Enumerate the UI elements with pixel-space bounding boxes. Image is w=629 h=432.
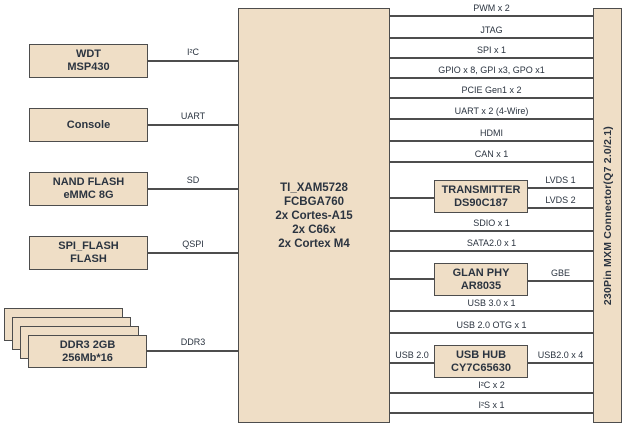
- block-ti-xam5728: TI_XAM5728 FCBGA760 2x Cortes-A15 2x C66…: [238, 8, 390, 423]
- block-label: USB HUB: [455, 348, 507, 361]
- block-label: CY7C65630: [451, 361, 511, 374]
- bus-label-i2c-x2: I²C x 2: [478, 380, 505, 390]
- wire-can: [390, 161, 593, 163]
- bus-label-usb3: USB 3.0 x 1: [467, 298, 516, 308]
- wire-pwm: [390, 15, 593, 17]
- block-label: WDT: [75, 48, 102, 60]
- wire-ddr3: [147, 350, 238, 352]
- block-console: Console: [29, 108, 148, 142]
- bus-label-gpio: GPIO x 8, GPI x3, GPO x1: [438, 65, 545, 75]
- wire-i2c: [148, 60, 238, 62]
- wire-hdmi: [390, 140, 593, 142]
- bus-label-can: CAN x 1: [474, 149, 509, 159]
- wire-gpio: [390, 77, 593, 79]
- block-ddr3: DDR3 2GB 256Mb*16: [28, 335, 147, 368]
- bus-label-qspi: QSPI: [182, 239, 204, 249]
- wire-i2s: [390, 412, 593, 414]
- bus-label-lvds1: LVDS 1: [545, 175, 576, 185]
- connector-label: 230Pin MXM Connector(Q7 2.0/2.1): [601, 125, 614, 306]
- block-label: eMMC 8G: [63, 189, 114, 201]
- block-label: FLASH: [70, 253, 107, 265]
- block-label: DS90C187: [454, 196, 508, 209]
- wire-lvds1: [528, 187, 593, 189]
- bus-label-uart: UART: [180, 111, 206, 121]
- bus-label-hdmi: HDMI: [480, 128, 503, 138]
- bus-label-spi: SPI x 1: [476, 45, 506, 55]
- bus-label-pcie: PCIE Gen1 x 2: [461, 85, 522, 95]
- bus-label-sata: SATA2.0 x 1: [466, 238, 517, 248]
- soc-cores-c66x: 2x C66x: [292, 223, 336, 236]
- block-label: NAND FLASH: [52, 176, 125, 188]
- block-label: TRANSMITTER: [441, 183, 521, 196]
- wire-jtag: [390, 37, 593, 39]
- wire-soc-to-usb-hub: [390, 362, 434, 364]
- block-label: MSP430: [67, 61, 110, 73]
- block-wdt-msp430: WDT MSP430: [29, 44, 148, 78]
- block-nand-flash: NAND FLASH eMMC 8G: [29, 172, 148, 206]
- soc-cores-a15: 2x Cortes-A15: [275, 209, 353, 222]
- wire-qspi: [148, 252, 238, 254]
- soc-cores-m4: 2x Cortex M4: [278, 237, 350, 250]
- wire-usb3: [390, 310, 593, 312]
- bus-label-jtag: JTAG: [480, 25, 503, 35]
- block-glan-phy-ar8035: GLAN PHY AR8035: [434, 263, 528, 296]
- wire-sd: [148, 188, 238, 190]
- wire-pcie: [390, 97, 593, 99]
- block-spi-flash: SPI_FLASH FLASH: [29, 236, 148, 270]
- block-label: AR8035: [460, 279, 502, 292]
- wire-soc-to-glan-phy: [390, 278, 434, 280]
- bus-label-ddr3: DDR3: [180, 337, 206, 347]
- bus-label-usb2-x4: USB2.0 x 4: [537, 350, 584, 360]
- bus-label-lvds2: LVDS 2: [545, 195, 576, 205]
- wire-usb2-otg: [390, 332, 593, 334]
- bus-label-i2c: I²C: [187, 47, 199, 57]
- wire-uart: [148, 124, 238, 126]
- bus-label-usb2-otg: USB 2.0 OTG x 1: [456, 320, 527, 330]
- wire-i2c-x2: [390, 392, 593, 394]
- block-transmitter-ds90c187: TRANSMITTER DS90C187: [434, 180, 528, 213]
- wire-lvds2: [528, 207, 593, 209]
- block-usb-hub-cy7c65630: USB HUB CY7C65630: [434, 345, 528, 378]
- bus-label-pwm: PWM x 2: [473, 3, 510, 13]
- bus-label-uart2: UART x 2 (4-Wire): [454, 106, 529, 116]
- bus-label-sd: SD: [186, 175, 200, 185]
- wire-soc-to-transmitter: [390, 197, 434, 199]
- block-label: 256Mb*16: [62, 351, 113, 364]
- wire-uart2: [390, 118, 593, 120]
- bus-label-usb2-in: USB 2.0: [395, 350, 429, 360]
- wire-usb2-x4: [528, 362, 593, 364]
- bus-label-i2s: I²S x 1: [478, 400, 505, 410]
- block-label: SPI_FLASH: [58, 240, 119, 252]
- block-label: DDR3 2GB: [59, 338, 116, 351]
- wire-sdio: [390, 230, 593, 232]
- block-label: GLAN PHY: [452, 266, 510, 279]
- block-mxm-connector: 230Pin MXM Connector(Q7 2.0/2.1): [593, 8, 622, 423]
- wire-sata: [390, 250, 593, 252]
- bus-label-gbe: GBE: [550, 268, 570, 278]
- bus-label-sdio: SDIO x 1: [473, 218, 510, 228]
- soc-package: FCBGA760: [283, 195, 345, 208]
- wire-gbe: [528, 280, 593, 282]
- block-label: Console: [66, 118, 111, 131]
- soc-part-number: TI_XAM5728: [280, 181, 348, 194]
- wire-spi: [390, 57, 593, 59]
